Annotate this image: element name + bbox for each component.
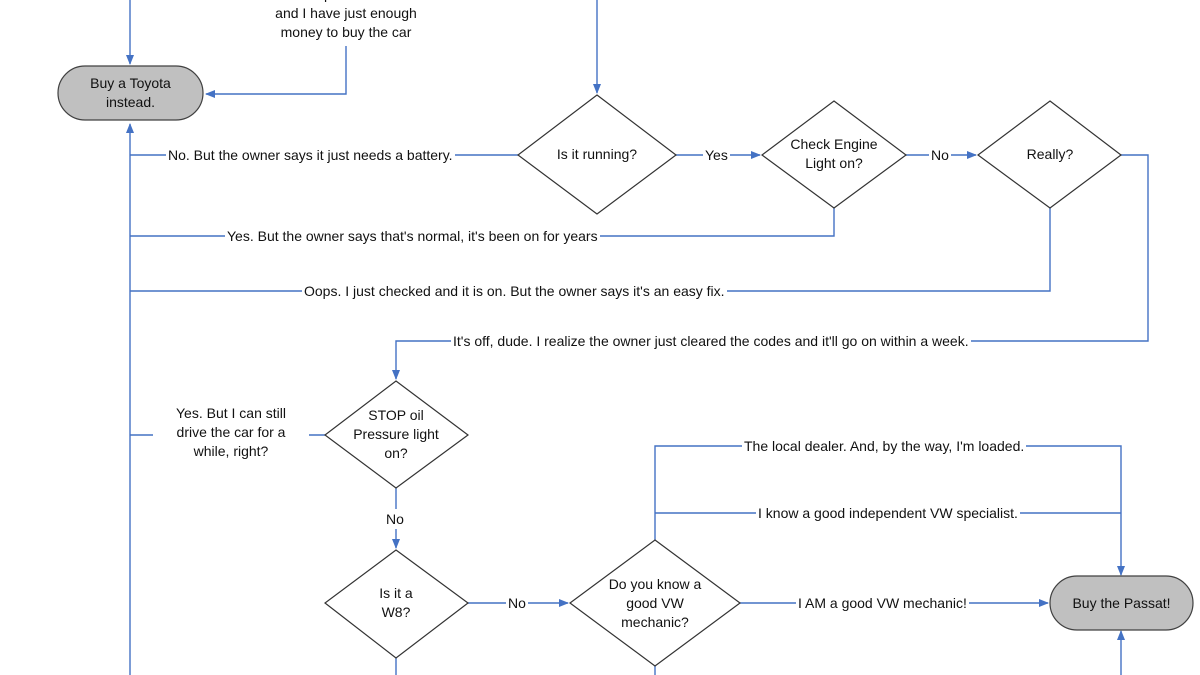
label-yes: Yes	[703, 145, 730, 165]
label-yes-normal: Yes. But the owner says that's normal, i…	[225, 226, 600, 246]
decision-is-running	[517, 94, 677, 215]
terminal-buy-toyota	[57, 65, 204, 121]
node-is-running: Is it running?	[556, 146, 638, 162]
node-really: Really?	[1026, 146, 1074, 162]
label-independent: I know a good independent VW specialist.	[756, 503, 1020, 523]
label-am-mechanic: I AM a good VW mechanic!	[796, 593, 969, 613]
label-no-battery: No. But the owner says it just needs a b…	[166, 145, 455, 165]
terminal-buy-passat	[1049, 575, 1194, 631]
node-stop-oil: STOP oil Pressure light on?	[353, 407, 439, 461]
node-is-w8: Is it a W8?	[379, 585, 413, 620]
node-know-mechanic: Do you know a good VW mechanic?	[608, 576, 702, 630]
decision-stop-oil	[324, 380, 470, 489]
label-no: No	[929, 145, 951, 165]
decision-check-engine	[760, 100, 908, 209]
node-buy-passat: Buy the Passat!	[1072, 595, 1171, 611]
node-buy-toyota: Buy a Toyota instead.	[90, 75, 171, 110]
label-no-mechanic: No	[506, 593, 528, 613]
label-yes-still-drive: Yes. But I can still drive the car for a…	[153, 404, 309, 461]
label-no-w8: No	[384, 509, 406, 529]
decision-really	[976, 100, 1122, 209]
decision-know-mechanic	[568, 539, 742, 667]
label-local-dealer: The local dealer. And, by the way, I'm l…	[742, 436, 1027, 456]
label-its-off: It's off, dude. I realize the owner just…	[451, 331, 971, 351]
decision-is-w8	[324, 549, 470, 659]
node-check-engine: Check Engine Light on?	[790, 136, 878, 171]
edge-oops	[130, 208, 1051, 292]
label-oops: Oops. I just checked and it is on. But t…	[302, 281, 727, 301]
node-poor-student: I'm a poor student and I have just enoug…	[275, 0, 417, 40]
edge-its-off	[392, 154, 1149, 380]
edge-student-to-toyota	[205, 46, 347, 98]
